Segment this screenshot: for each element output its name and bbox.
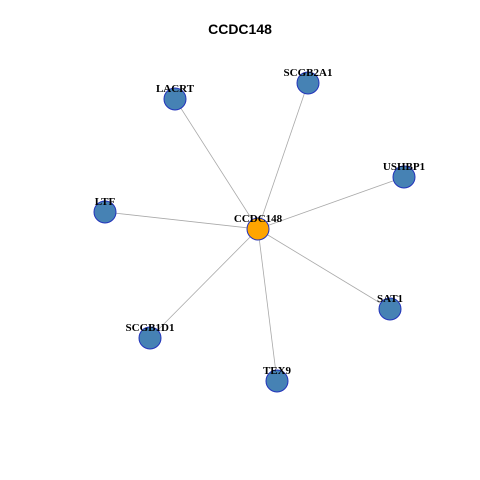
edge-ccdc148-sat1 <box>257 228 391 310</box>
node-sat1[interactable] <box>378 297 402 321</box>
edge-ccdc148-ltf <box>104 211 259 230</box>
node-label-lacrt: LACRT <box>156 83 195 95</box>
node-label-tex9: TEX9 <box>263 365 292 377</box>
node-label-ccdc148: CCDC148 <box>234 213 283 225</box>
node-scgb2a1[interactable] <box>296 71 320 95</box>
node-ushbp1[interactable] <box>392 165 416 189</box>
node-layer <box>93 71 416 393</box>
node-ccdc148[interactable] <box>246 217 270 241</box>
edge-ccdc148-scgb2a1 <box>257 82 309 230</box>
node-label-sat1: SAT1 <box>377 293 403 305</box>
node-label-ushbp1: USHBP1 <box>383 161 425 173</box>
node-scgb1d1[interactable] <box>138 326 162 350</box>
node-ltf[interactable] <box>93 200 117 224</box>
diagram-title: CCDC148 <box>208 21 272 37</box>
node-label-ltf: LTF <box>95 196 116 208</box>
node-label-scgb1d1: SCGB1D1 <box>126 322 175 334</box>
node-tex9[interactable] <box>265 369 289 393</box>
node-lacrt[interactable] <box>163 87 187 111</box>
edge-ccdc148-scgb1d1 <box>149 228 259 339</box>
node-label-scgb2a1: SCGB2A1 <box>284 67 333 79</box>
edge-layer <box>104 82 405 382</box>
edge-ccdc148-tex9 <box>257 228 278 382</box>
edge-ccdc148-lacrt <box>174 98 259 230</box>
edge-ccdc148-ushbp1 <box>257 176 405 230</box>
